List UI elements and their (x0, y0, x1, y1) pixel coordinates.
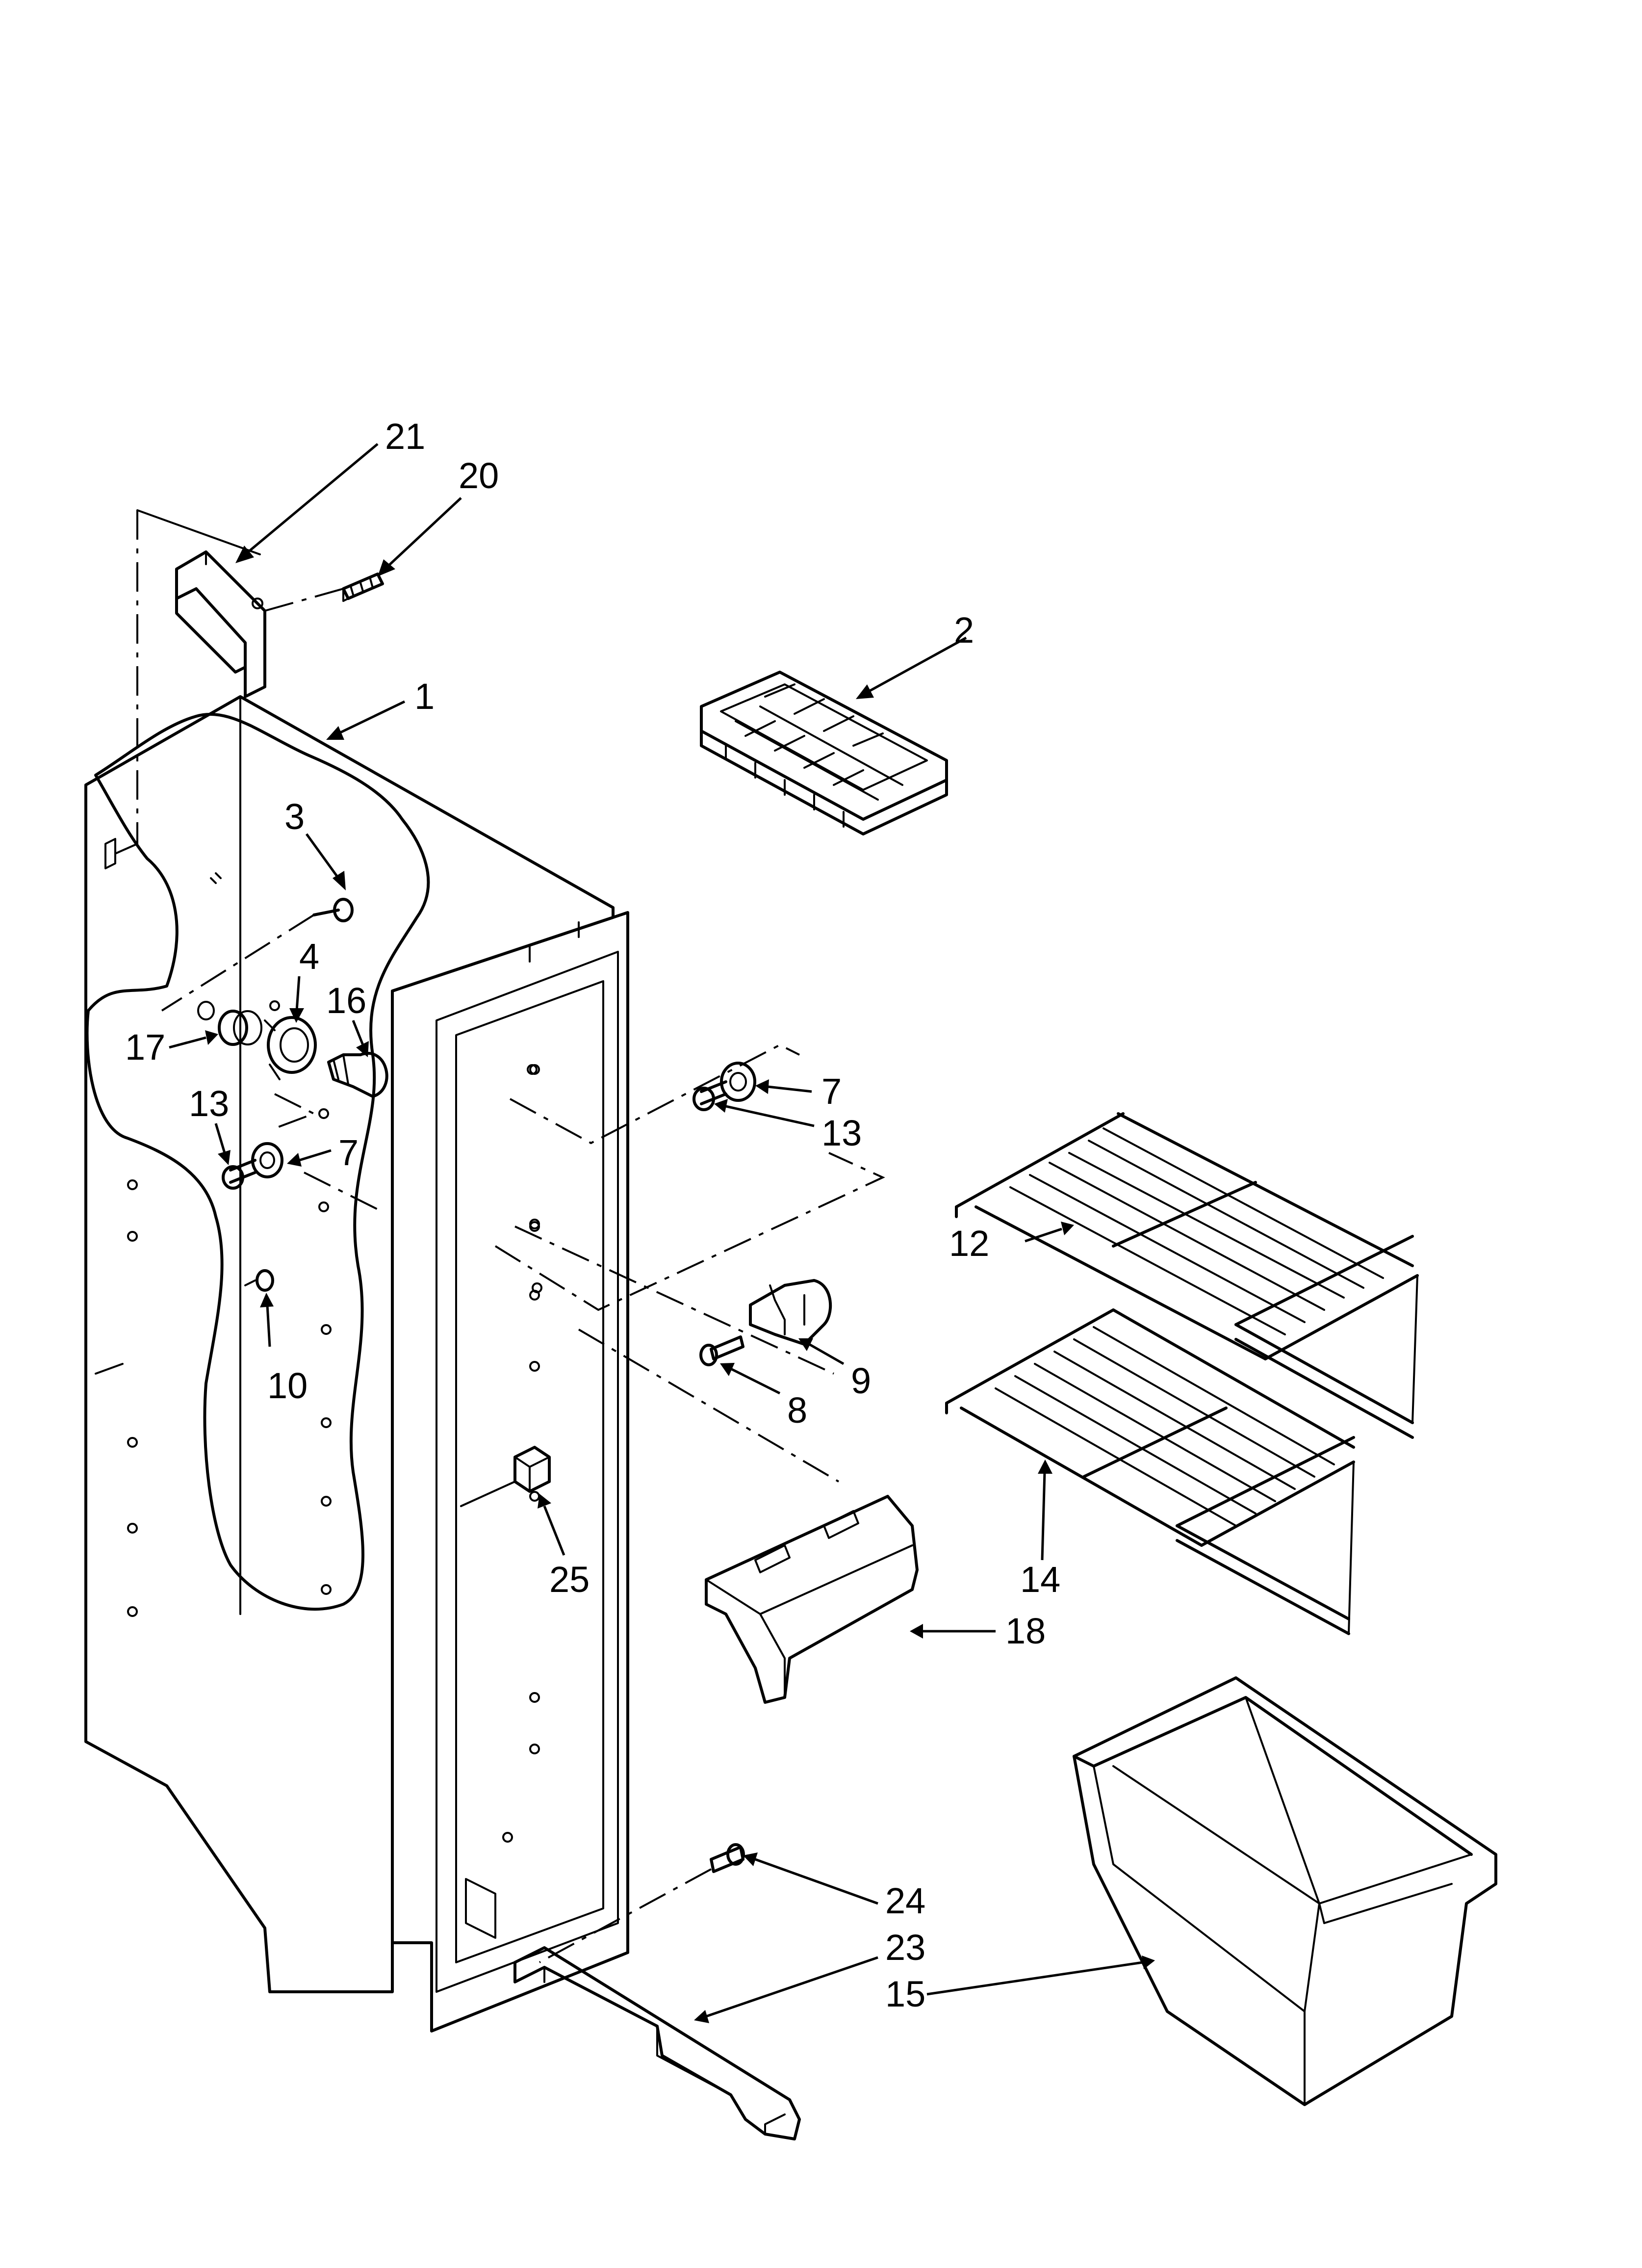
label-10: 10 (267, 1365, 308, 1406)
label-1: 1 (414, 676, 435, 717)
wire-shelf-14 (945, 1308, 1355, 1635)
screw-8 (699, 1335, 744, 1366)
screw-20 (342, 573, 384, 602)
label-14: 14 (1020, 1559, 1060, 1600)
label-3: 3 (284, 796, 305, 837)
plug-10 (244, 1269, 274, 1292)
label-20: 20 (459, 455, 499, 496)
screw-3 (312, 898, 354, 922)
label-23: 23 (885, 1927, 925, 1968)
label-16: 16 (326, 980, 366, 1021)
label-13-left: 13 (189, 1083, 229, 1124)
connector-25 (460, 1446, 551, 1507)
label-21: 21 (385, 416, 425, 457)
guide-outline-upper (510, 1043, 800, 1145)
label-13-right: 13 (821, 1113, 862, 1153)
label-4: 4 (299, 936, 319, 977)
ice-tray-2 (700, 671, 948, 835)
leader-lines (169, 443, 1155, 2023)
label-15: 15 (885, 1974, 925, 2014)
screw-13-right (693, 1080, 727, 1111)
label-7-right: 7 (821, 1071, 842, 1112)
bracket-21 (175, 550, 266, 698)
liner-holes (127, 1000, 542, 1843)
label-24: 24 (885, 1880, 925, 1921)
label-18: 18 (1005, 1611, 1046, 1651)
label-7-left: 7 (338, 1132, 359, 1173)
bin-15 (1073, 1676, 1497, 2106)
part-labels: 21 20 2 1 3 4 16 17 13 7 7 13 12 10 9 8 … (125, 416, 1060, 2014)
rail-23 (513, 1946, 801, 2140)
label-9: 9 (851, 1360, 871, 1401)
label-17: 17 (125, 1027, 165, 1068)
screw-24 (710, 1843, 745, 1873)
shelf-support-9 (749, 1279, 832, 1346)
glide-7-right (720, 1062, 756, 1102)
freezer-liner (84, 695, 629, 2033)
cover-18 (705, 1495, 919, 1704)
thermostat-4 (264, 1016, 317, 1080)
glide-7-left (251, 1142, 283, 1178)
knob-17 (197, 1001, 262, 1046)
light-bulb-16 (327, 1052, 388, 1098)
label-25: 25 (549, 1559, 590, 1600)
wire-shelf-12 (955, 1112, 1419, 1439)
guide-outline-lower (494, 1152, 885, 1311)
label-8: 8 (787, 1390, 807, 1431)
screw-13-left (222, 1159, 257, 1190)
label-2: 2 (954, 610, 974, 651)
label-12: 12 (949, 1223, 989, 1264)
